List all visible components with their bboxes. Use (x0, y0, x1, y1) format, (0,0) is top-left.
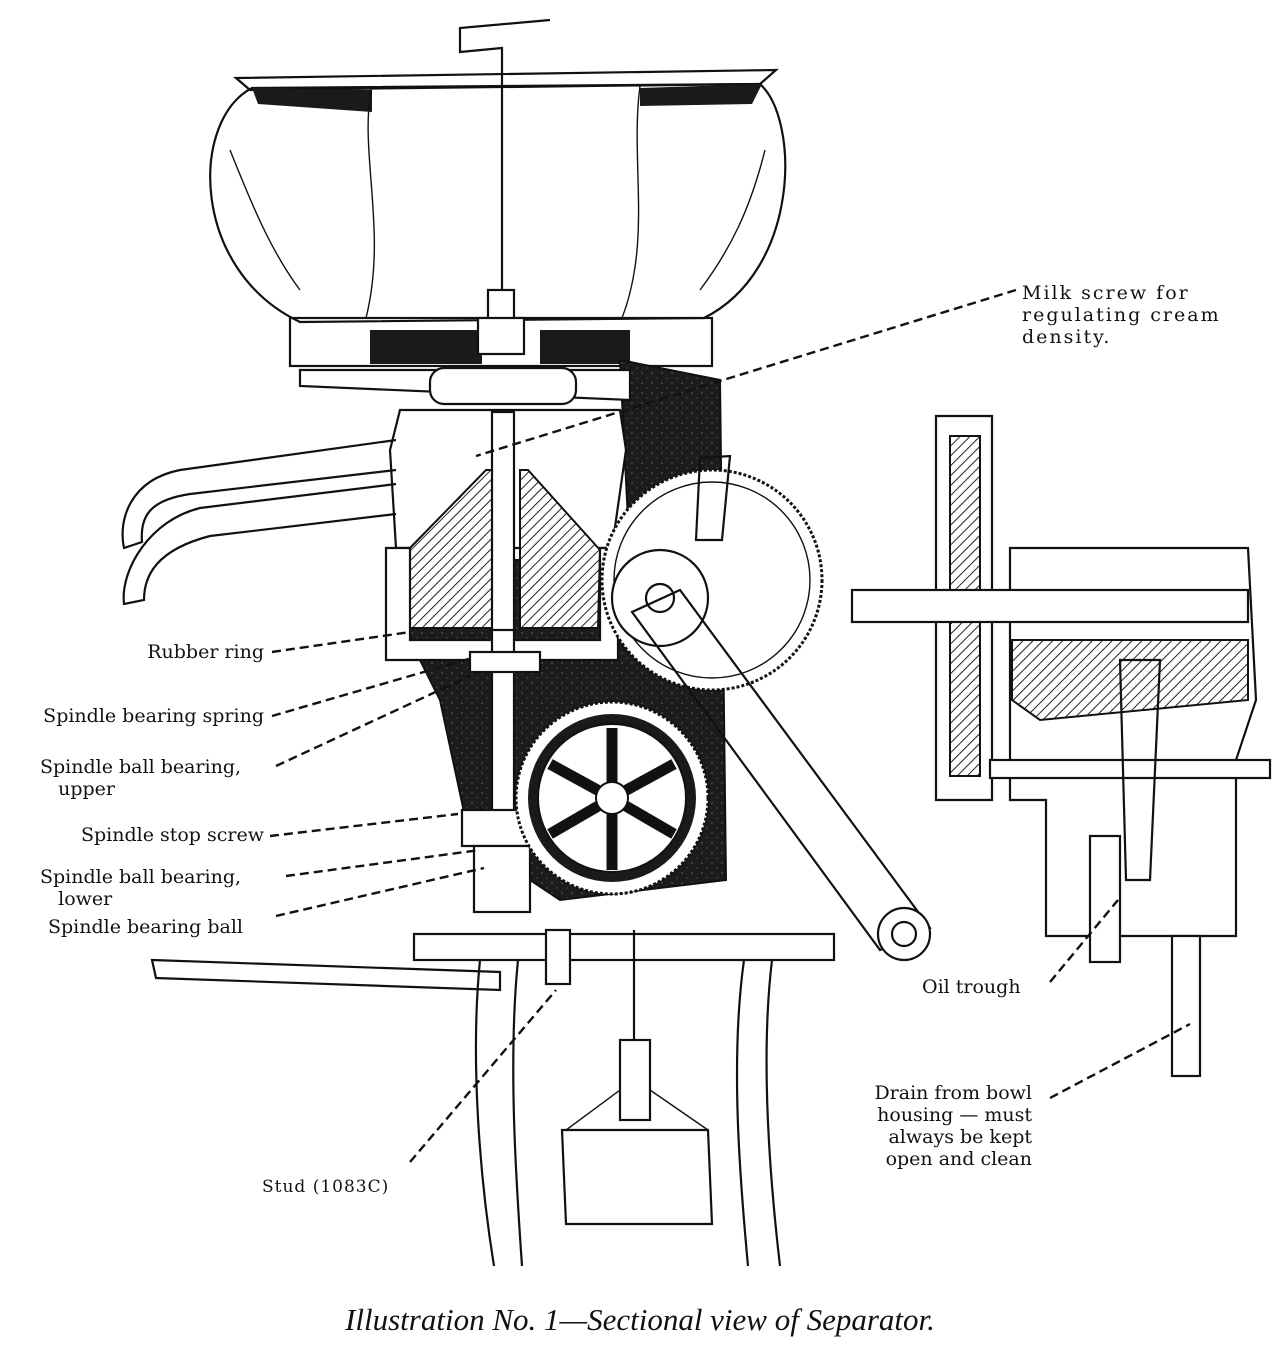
side-section-view (850, 414, 1272, 1078)
label-oil-trough: Oil trough (922, 976, 1021, 998)
label-stud: Stud (1083C) (262, 1177, 390, 1197)
leader-lines (269, 288, 1191, 1163)
discharge-spouts (121, 438, 397, 606)
float-rod (458, 18, 551, 356)
base-stand (150, 928, 836, 1267)
label-milk-screw: Milk screw for regulating cream density. (1022, 282, 1221, 348)
bowl-housing (384, 366, 628, 662)
label-drain: Drain from bowl housing — must always be… (874, 1082, 1032, 1170)
label-spindle-bearing-ball: Spindle bearing ball (48, 916, 243, 938)
label-spindle-bearing-spring: Spindle bearing spring (43, 705, 264, 727)
figure-caption: Illustration No. 1—Sectional view of Sep… (345, 1302, 935, 1337)
label-rubber-ring: Rubber ring (147, 641, 264, 663)
label-spindle-ball-bearing-lower: Spindle ball bearing, lower (40, 866, 242, 910)
supply-can (209, 68, 787, 368)
label-spindle-ball-bearing-upper: Spindle ball bearing, upper (40, 756, 242, 800)
label-spindle-stop-screw: Spindle stop screw (80, 824, 264, 846)
gear-wheel (514, 700, 710, 896)
crank-arm (630, 588, 932, 962)
